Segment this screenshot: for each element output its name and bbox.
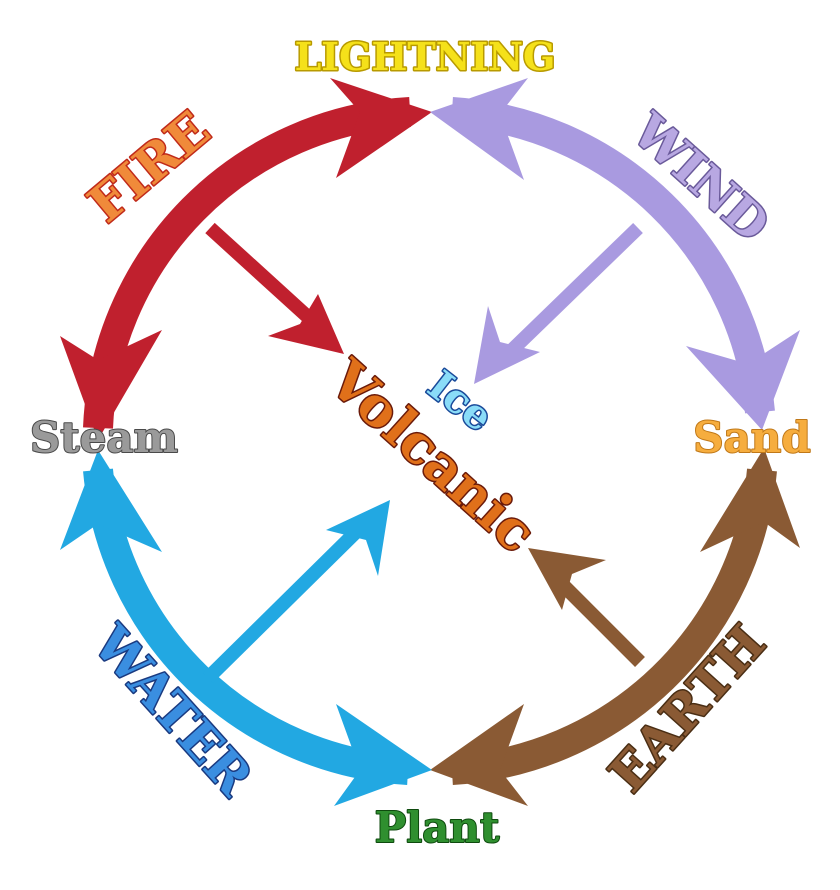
label-plant: Plant (375, 803, 500, 852)
water-arrowhead-steam (60, 450, 162, 552)
wind-arc (451, 97, 775, 414)
wind-arrowhead-lightning (430, 78, 528, 180)
wind-inner-arrow-shaft (505, 222, 643, 358)
water-arrowhead-plant (334, 704, 432, 806)
wind-inner-arrowhead (474, 306, 540, 384)
fire-inner-arrowhead (268, 294, 344, 354)
fire-arrowhead-lightning (330, 78, 432, 178)
label-steam: Steam (30, 413, 178, 462)
water-arc (83, 468, 409, 785)
wind-arrowhead-sand (686, 330, 800, 430)
earth-arrowhead-sand (700, 448, 800, 552)
fire-inner-arrow-shaft (205, 222, 325, 334)
label-sand: Sand (693, 413, 810, 462)
earth-inner-arrowhead (528, 548, 606, 610)
earth-arrowhead-plant (430, 704, 528, 806)
earth-arc (451, 468, 777, 785)
water-inner-arrow-shaft (203, 527, 361, 683)
label-lightning: LIGHTNING (295, 34, 556, 79)
water-inner-arrowhead (326, 500, 390, 576)
fire-arrowhead-steam (60, 330, 162, 440)
